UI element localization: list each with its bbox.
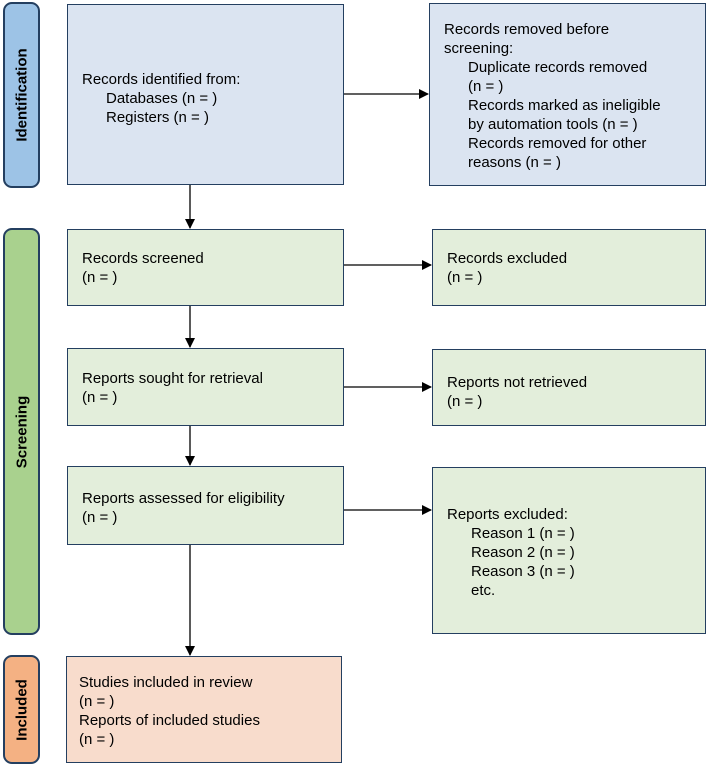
- reports-included-count: (n = ): [79, 731, 115, 748]
- records-screened-count: (n = ): [82, 269, 118, 286]
- phase-screening: Screening: [3, 228, 40, 635]
- records-excluded-box: Records excluded (n = ): [432, 229, 706, 306]
- databases-count: Databases (n = ): [106, 90, 218, 107]
- reports-not-retrieved-count: (n = ): [447, 393, 483, 410]
- records-identified-title: Records identified from:: [82, 71, 241, 88]
- reports-not-retrieved-box: Reports not retrieved (n = ): [432, 349, 706, 426]
- records-removed-box: Records removed before screening: Duplic…: [429, 3, 706, 186]
- phase-identification: Identification: [3, 2, 40, 188]
- reason-1: Reason 1 (n = ): [471, 525, 575, 542]
- phase-included: Included: [3, 655, 40, 764]
- records-removed-title-2: screening:: [444, 40, 514, 57]
- reports-sought-count: (n = ): [82, 389, 118, 406]
- reports-assessed-count: (n = ): [82, 509, 118, 526]
- reason-etc: etc.: [471, 582, 496, 599]
- records-excluded-count: (n = ): [447, 269, 483, 286]
- reports-sought-box: Reports sought for retrieval (n = ): [67, 348, 344, 426]
- reason-2: Reason 2 (n = ): [471, 544, 575, 561]
- reports-not-retrieved-title: Reports not retrieved: [447, 374, 588, 391]
- reports-assessed-box: Reports assessed for eligibility (n = ): [67, 466, 344, 545]
- records-screened-box: Records screened (n = ): [67, 229, 344, 306]
- duplicates-label: Duplicate records removed: [468, 59, 648, 76]
- registers-count: Registers (n = ): [106, 109, 209, 126]
- ineligible-count: by automation tools (n = ): [468, 116, 638, 133]
- ineligible-label: Records marked as ineligible: [468, 97, 661, 114]
- other-reasons-count: reasons (n = ): [468, 154, 561, 171]
- reports-sought-title: Reports sought for retrieval: [82, 370, 263, 387]
- reports-excluded-box: Reports excluded: Reason 1 (n = ) Reason…: [432, 467, 706, 634]
- records-excluded-title: Records excluded: [447, 250, 568, 267]
- records-screened-title: Records screened: [82, 250, 204, 267]
- reports-excluded-title: Reports excluded:: [447, 506, 568, 523]
- reason-3: Reason 3 (n = ): [471, 563, 575, 580]
- duplicates-count: (n = ): [468, 78, 504, 95]
- studies-included-count: (n = ): [79, 693, 115, 710]
- studies-included-label: Studies included in review: [79, 674, 253, 691]
- reports-assessed-title: Reports assessed for eligibility: [82, 490, 285, 507]
- reports-included-label: Reports of included studies: [79, 712, 260, 729]
- studies-included-box: Studies included in review (n = ) Report…: [66, 656, 342, 763]
- other-reasons-label: Records removed for other: [468, 135, 647, 152]
- records-removed-title-1: Records removed before: [444, 21, 610, 38]
- records-identified-box: Records identified from: Databases (n = …: [67, 4, 344, 185]
